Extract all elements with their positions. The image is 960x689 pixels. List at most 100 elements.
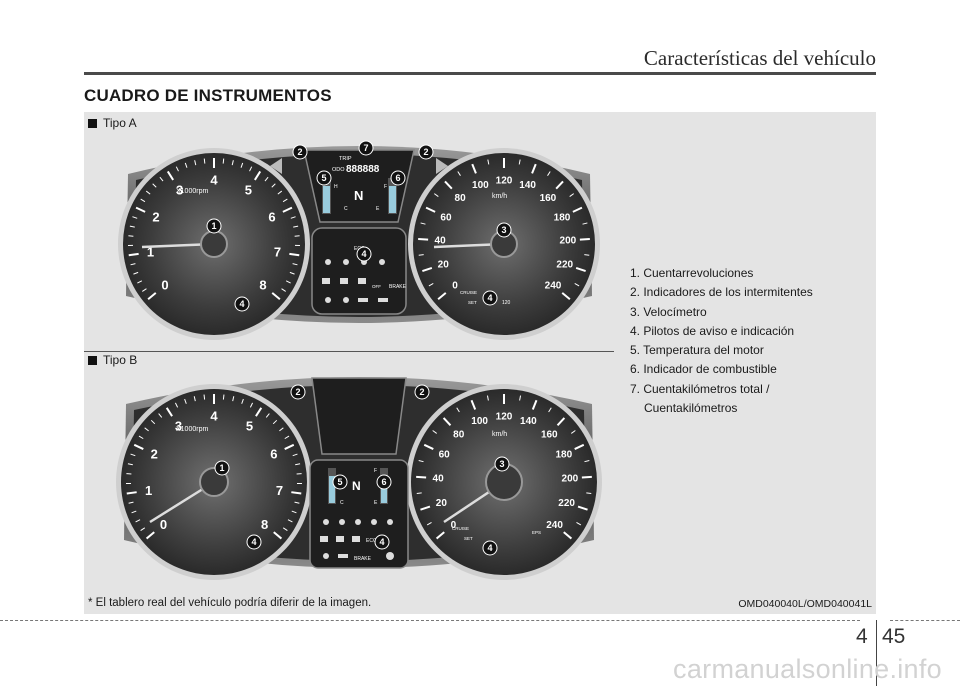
callout-3: 3 xyxy=(496,222,512,238)
major-tick xyxy=(561,292,571,301)
dial-number: 200 xyxy=(562,473,579,484)
legend-item: 2. Indicadores de los intermitentes xyxy=(630,285,813,300)
temp-h-label: H xyxy=(334,184,338,190)
major-tick xyxy=(581,475,592,479)
callout-6: 6 xyxy=(390,170,406,186)
minor-tick xyxy=(145,190,151,195)
major-tick xyxy=(471,163,477,174)
dial-number: 4 xyxy=(210,172,218,187)
minor-tick xyxy=(203,158,206,164)
set-label: SET xyxy=(464,536,473,541)
callout-number: 4 xyxy=(487,293,492,303)
tipo-b-label: Tipo B xyxy=(88,353,137,367)
minor-tick xyxy=(285,280,291,284)
cruise-label: CRUISE xyxy=(452,526,469,531)
minor-tick xyxy=(282,198,288,203)
legend-item: 3. Velocímetro xyxy=(630,304,707,319)
legend-item: 4. Pilotos de aviso e indicación xyxy=(630,323,795,338)
dial-number: 5 xyxy=(245,182,252,197)
major-tick xyxy=(444,180,453,190)
gear-indicator: N xyxy=(354,188,363,203)
callout-number: 4 xyxy=(239,299,244,309)
dial-number: 3 xyxy=(176,182,183,197)
callout-2-left: 2 xyxy=(292,144,308,160)
divider-line xyxy=(84,351,614,352)
minor-tick xyxy=(277,190,283,195)
fuel-e-label: E xyxy=(376,206,380,212)
minor-tick xyxy=(456,407,460,413)
minor-tick xyxy=(271,183,276,188)
minor-tick xyxy=(222,158,225,164)
major-tick xyxy=(126,491,137,495)
legend-item-continuation: Cuentakilómetros xyxy=(644,401,738,416)
major-tick xyxy=(422,266,433,273)
warning-panel xyxy=(311,227,407,315)
minor-tick xyxy=(159,176,164,182)
major-tick xyxy=(574,443,585,450)
minor-tick xyxy=(292,263,298,266)
major-tick xyxy=(555,180,564,190)
dial-number: 60 xyxy=(440,212,452,223)
set-label: SET xyxy=(468,300,477,305)
minor-tick xyxy=(574,283,580,287)
dial-number: 3 xyxy=(175,419,182,434)
eps-label: EPS xyxy=(532,530,541,535)
minor-tick xyxy=(295,463,301,466)
callout-number: 2 xyxy=(419,387,424,397)
major-tick xyxy=(289,252,300,257)
minor-tick xyxy=(174,402,179,408)
major-tick xyxy=(147,292,157,301)
dial-number: 6 xyxy=(270,446,277,461)
speed-limit-label: 120 xyxy=(502,300,511,306)
major-tick xyxy=(423,443,434,450)
callout-7: 7 xyxy=(358,140,374,156)
fuel-f-label: F xyxy=(384,184,387,190)
minor-tick xyxy=(576,522,582,526)
major-tick xyxy=(166,170,175,181)
square-bullet-icon xyxy=(88,355,97,365)
fuel-e-label: E xyxy=(374,500,378,506)
callout-1: 1 xyxy=(214,460,230,476)
minor-tick xyxy=(457,171,461,176)
minor-tick xyxy=(570,430,576,434)
minor-tick xyxy=(184,398,187,404)
odo-label: ODO xyxy=(332,167,345,173)
minor-tick xyxy=(265,413,270,418)
fuel-f-label: F xyxy=(374,468,377,474)
legend-item: 6. Indicador de combustible xyxy=(630,362,777,377)
minor-tick xyxy=(418,459,424,463)
dial-number: 2 xyxy=(151,446,158,461)
footnote: * El tablero real del vehículo podría di… xyxy=(88,597,372,609)
page-number: 45 xyxy=(882,625,906,648)
minor-tick xyxy=(264,176,269,182)
callout-4-right: 4 xyxy=(482,290,498,306)
minor-tick xyxy=(131,510,137,514)
callout-number: 4 xyxy=(487,543,492,553)
major-tick xyxy=(470,399,477,410)
minor-tick xyxy=(150,419,156,425)
callout-number: 2 xyxy=(295,387,300,397)
minor-tick xyxy=(582,222,588,225)
minor-tick xyxy=(152,183,157,188)
warning-icons-b xyxy=(320,519,394,560)
callout-4-centre: 4 xyxy=(356,246,372,262)
dial-number: 120 xyxy=(496,411,513,422)
tachometer-unit: X1000rpm xyxy=(176,188,208,195)
callout-4-centre: 4 xyxy=(374,534,390,550)
dial-number: 2 xyxy=(152,209,159,224)
callout-4-left: 4 xyxy=(234,296,250,312)
dial-number: 5 xyxy=(246,419,253,434)
callout-3: 3 xyxy=(494,456,510,472)
major-tick xyxy=(425,206,436,213)
dial-number: 60 xyxy=(439,449,451,460)
callout-number: 6 xyxy=(381,477,386,487)
header-rule xyxy=(84,72,876,75)
dial-number: 0 xyxy=(161,277,168,292)
tipo-a-label: Tipo A xyxy=(88,116,137,130)
brake-label: BRAKE xyxy=(354,556,372,562)
minor-tick xyxy=(142,288,147,292)
minor-tick xyxy=(158,413,163,418)
minor-tick xyxy=(133,271,139,275)
